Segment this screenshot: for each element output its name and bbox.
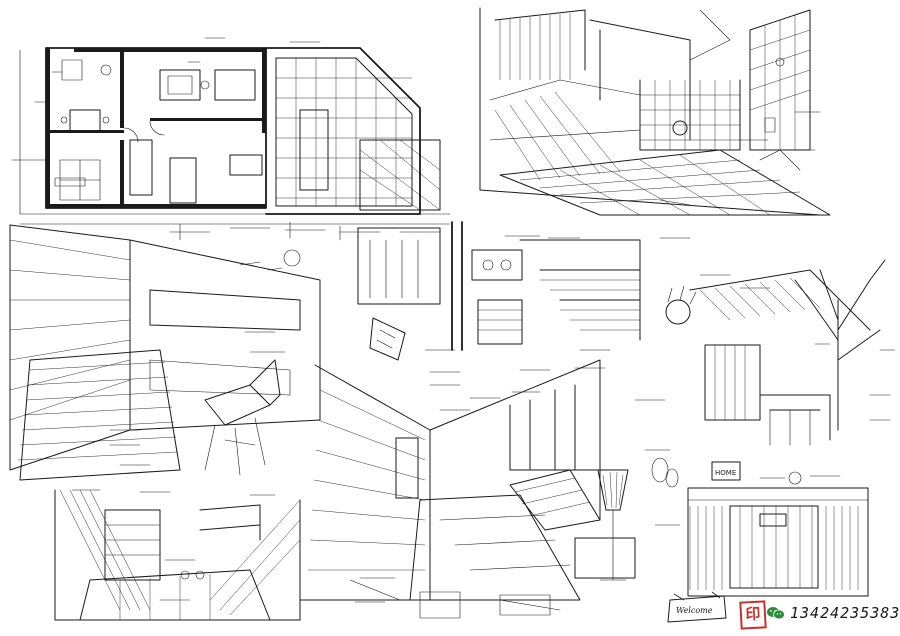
signature-logo: Welcome bbox=[667, 591, 727, 623]
chair-sketch bbox=[204, 359, 281, 476]
annotations bbox=[34, 37, 896, 603]
floor-plan bbox=[11, 47, 451, 225]
stair-section bbox=[357, 221, 641, 361]
wechat-icon bbox=[767, 607, 785, 620]
bedroom-sketch bbox=[299, 359, 636, 619]
tree-sketch bbox=[794, 259, 886, 431]
kitchen-sketch bbox=[54, 489, 301, 621]
home-sign-text: HOME bbox=[715, 469, 736, 477]
home-cabinet-sketch: HOME bbox=[651, 457, 869, 597]
living-room-sketch bbox=[9, 224, 321, 481]
terrace-sketch bbox=[479, 7, 831, 216]
dining-pergola-sketch bbox=[665, 259, 886, 446]
seal-stamp-icon: 印 bbox=[739, 600, 767, 630]
phone-number: 13424235383 bbox=[790, 604, 900, 622]
small-sign-text: Welcome bbox=[676, 606, 713, 615]
